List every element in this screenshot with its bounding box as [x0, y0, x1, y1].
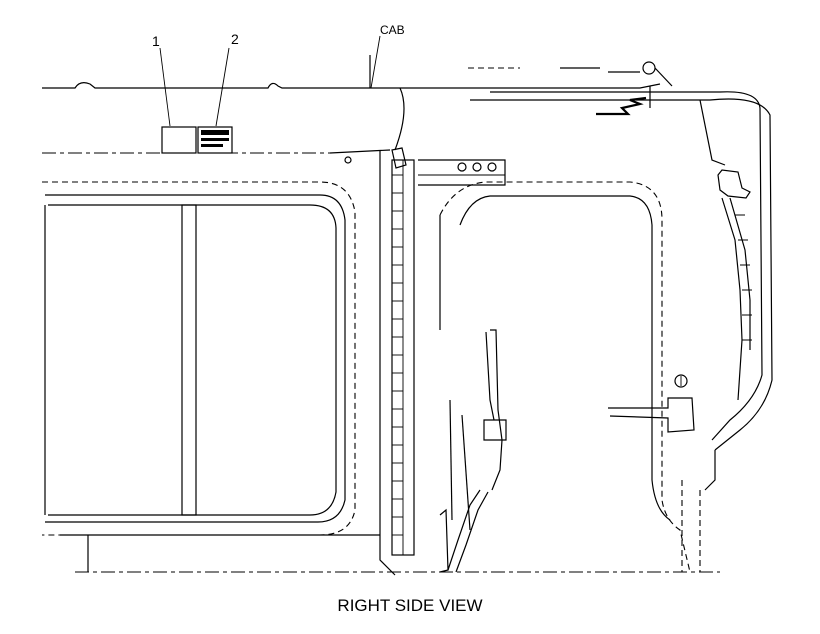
- top-latch: [468, 61, 673, 116]
- view-caption: RIGHT SIDE VIEW: [337, 596, 483, 615]
- callout-2: 2: [231, 31, 239, 47]
- seat-strut: [439, 329, 507, 573]
- item-1-component: [161, 126, 197, 154]
- callout-cab: CAB: [380, 23, 405, 37]
- body-fastener: [344, 156, 352, 164]
- cab-roof: [42, 55, 661, 154]
- door-handle: [608, 374, 695, 433]
- door-pillar: [391, 147, 415, 556]
- callout-leaders: [159, 35, 381, 127]
- cab-floor: [60, 150, 720, 576]
- hinge-bracket: [418, 159, 506, 186]
- rear-wiper-arm: [717, 169, 752, 401]
- item-2-component: [197, 126, 233, 154]
- callout-1: 1: [152, 33, 160, 49]
- left-window: [42, 181, 356, 536]
- rear-frame: [470, 91, 773, 572]
- right-door: [439, 181, 691, 573]
